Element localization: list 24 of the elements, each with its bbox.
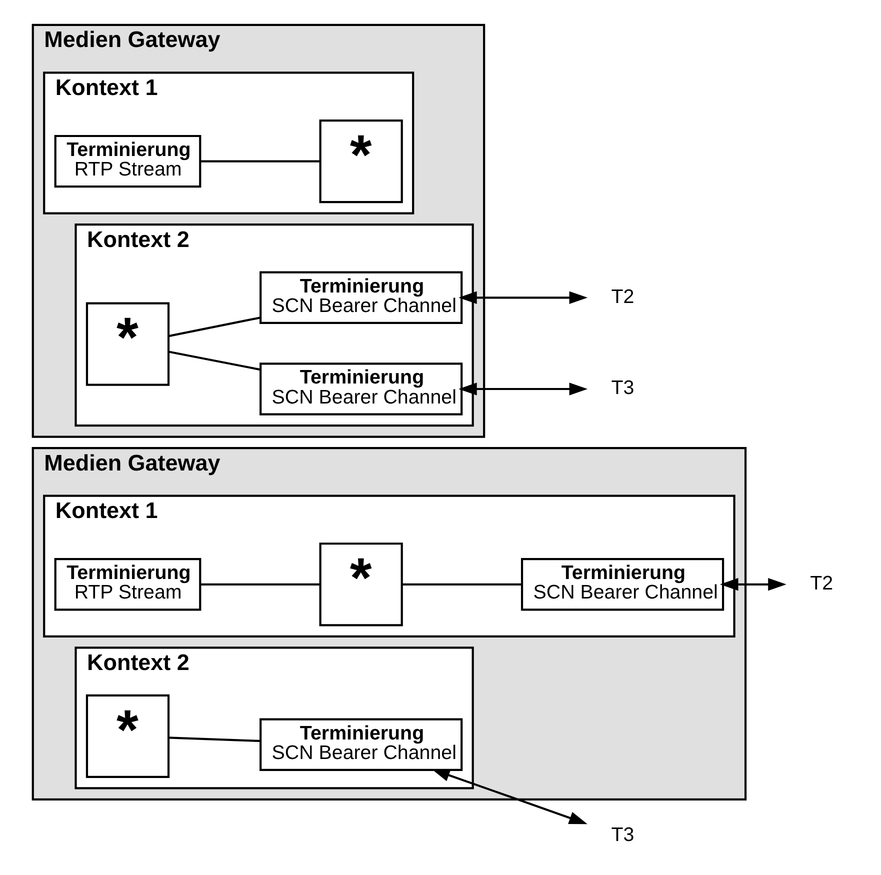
node-box: Terminierung SCN Bearer Channel	[520, 558, 724, 611]
node-box: Terminierung RTP Stream	[54, 558, 202, 611]
node-box: Terminierung SCN Bearer Channel	[260, 271, 463, 324]
node-box: *	[319, 542, 403, 626]
connector	[168, 316, 260, 338]
node-text: T2	[810, 572, 834, 595]
node-box: Terminierung SCN Bearer Channel	[260, 362, 463, 416]
node-box: Terminierung SCN Bearer Channel	[260, 718, 463, 771]
node-box: *	[86, 694, 170, 778]
arrow	[458, 382, 588, 396]
connector	[168, 350, 260, 371]
connector	[200, 583, 320, 586]
node-text: T3	[611, 377, 634, 400]
node-box: *	[86, 302, 170, 386]
node-box: *	[319, 119, 403, 204]
node-text: T3	[611, 824, 634, 846]
connector	[402, 583, 522, 586]
arrow	[458, 291, 588, 304]
node-box: Terminierung RTP Stream	[54, 134, 202, 188]
node-text: T2	[611, 286, 634, 308]
connector	[200, 160, 320, 162]
arrow	[720, 578, 786, 591]
connector	[168, 736, 260, 742]
arrow	[432, 769, 588, 824]
